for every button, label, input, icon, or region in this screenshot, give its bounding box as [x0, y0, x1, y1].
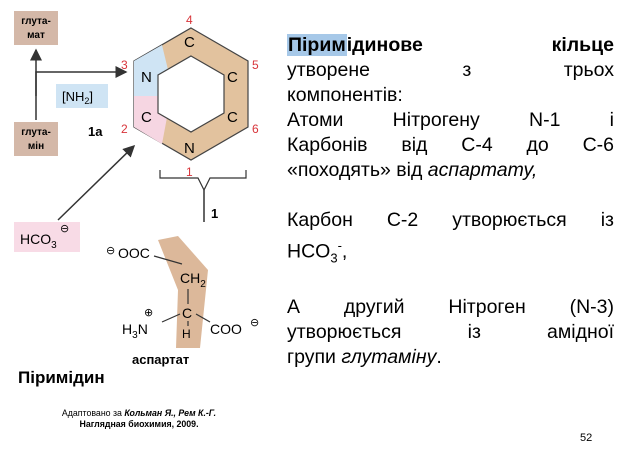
atom-n1: N — [184, 140, 195, 157]
text-line-7: Карбон С-2 утворюється із — [287, 209, 614, 231]
aspartate-bond-1 — [153, 255, 183, 265]
ring-number-2: 2 — [121, 122, 128, 136]
aspartate-bond-n — [161, 313, 181, 323]
aspartate-bond-coo — [195, 313, 211, 323]
aspartate-h: H — [182, 327, 191, 341]
aspartate-ooc: OOC — [118, 245, 150, 261]
title-rest: ідинове — [346, 34, 423, 56]
line2-word-2: з — [462, 59, 472, 81]
line10-word-1: утворюється — [287, 321, 402, 344]
hco3-minus-sign: ⊖ — [60, 222, 69, 235]
text-line-9: А другий Нітроген (N-3) — [287, 296, 614, 319]
line4-word-1: Атоми — [287, 109, 344, 131]
line4-word-2: Нітрогену — [392, 109, 480, 131]
text-line-8: HCO3-, — [287, 233, 614, 270]
nh2-box — [56, 84, 108, 108]
text-line-4: Атоми Нітрогену N-1 і — [287, 108, 614, 133]
hco3-box — [14, 222, 80, 252]
line11-end: . — [436, 346, 442, 369]
text-line-1: Піримідинове кільце — [287, 33, 614, 58]
source-credit: Адаптовано за Кольман Я., Рем К.-Г. Нагл… — [14, 408, 264, 430]
line2-word-1: утворене — [287, 59, 370, 81]
aspartate-plus: ⊕ — [144, 306, 153, 319]
aspartate-band — [158, 236, 208, 348]
line6-text: «походять» від — [287, 159, 428, 181]
aspartate-ooc-minus: ⊖ — [106, 244, 115, 257]
step-1-label: 1 — [211, 206, 218, 221]
title-word-2: кільце — [551, 34, 614, 56]
ring-number-5: 5 — [252, 58, 259, 72]
credit-authors: Кольман Я., Рем К.-Г. — [124, 408, 217, 418]
ring-number-3: 3 — [121, 58, 128, 72]
hco3-label: HCO3 — [20, 231, 57, 251]
text-line-3: компонентів: — [287, 84, 403, 106]
line11-italic: глутаміну — [341, 346, 437, 369]
line8-end: , — [341, 240, 348, 263]
hco3-to-c2-arrow — [57, 144, 136, 221]
pyrimidine-ring-inner — [157, 55, 225, 133]
line2-word-3: трьох — [563, 59, 614, 81]
glutamine-label-line2: мін — [28, 141, 44, 152]
atom-c4: C — [184, 34, 195, 51]
aspartate-ch2: CH2 — [180, 270, 206, 290]
step-1a-label: 1a — [88, 124, 103, 139]
atom-c2: C — [141, 109, 152, 126]
aspartate-amino: H3N — [122, 321, 148, 341]
nh2-transfer-arrow — [35, 66, 128, 96]
glutamate-label-line1: глута- — [21, 16, 51, 27]
credit-book: Наглядная биохимия, 2009. — [79, 419, 199, 429]
ring-number-6: 6 — [252, 122, 259, 136]
page-number: 52 — [580, 432, 593, 444]
ring-brace — [159, 170, 247, 192]
ring-number-1: 1 — [186, 165, 193, 179]
slide-text: Піримідинове кільце утворене з трьох ком… — [287, 33, 614, 370]
glutamate-label-line2: мат — [27, 30, 45, 41]
glutamine-box — [14, 122, 58, 156]
line6-italic: аспартату, — [427, 159, 538, 181]
atom-c5: C — [227, 69, 238, 86]
title-highlight: Пірим — [287, 34, 347, 56]
text-line-2: утворене з трьох — [287, 58, 614, 83]
ring-number-4: 4 — [186, 13, 193, 27]
line8-hco: HCO — [287, 240, 331, 263]
line10-word-2: із — [467, 321, 481, 344]
text-line-11: групи глутаміну. — [287, 345, 614, 370]
aspartate-label: аспартат — [132, 352, 190, 367]
aspartate-coo: COO — [210, 321, 242, 337]
text-line-5: Карбонів від С-4 до С-6 — [287, 134, 614, 156]
text-line-6: «походять» від аспартату, — [287, 158, 614, 183]
aspartate-alpha-c: C — [182, 305, 192, 321]
nh2-label: [NH2] — [62, 89, 93, 106]
atom-c6: C — [227, 109, 238, 126]
pyrimidine-diagram: глута- мат глута- мін [NH2] 1a HCO3 ⊖ N … — [14, 11, 259, 348]
line10-word-3: амідної — [547, 321, 614, 344]
aspartate-coo-minus: ⊖ — [250, 316, 259, 329]
line8-sub: 3 — [330, 250, 338, 266]
credit-prefix: Адаптовано за — [61, 408, 125, 418]
glutamine-label-line1: глута- — [21, 127, 51, 138]
line11-text: групи — [287, 346, 342, 369]
atom-n3: N — [141, 69, 152, 86]
pyrimidine-label: Піримідин — [18, 368, 105, 387]
glutamate-box — [14, 11, 58, 45]
line8-sup: - — [337, 238, 342, 253]
line4-word-3: N-1 — [529, 109, 561, 131]
line4-word-4: і — [609, 109, 614, 131]
text-line-10: утворюється із амідної — [287, 320, 614, 345]
